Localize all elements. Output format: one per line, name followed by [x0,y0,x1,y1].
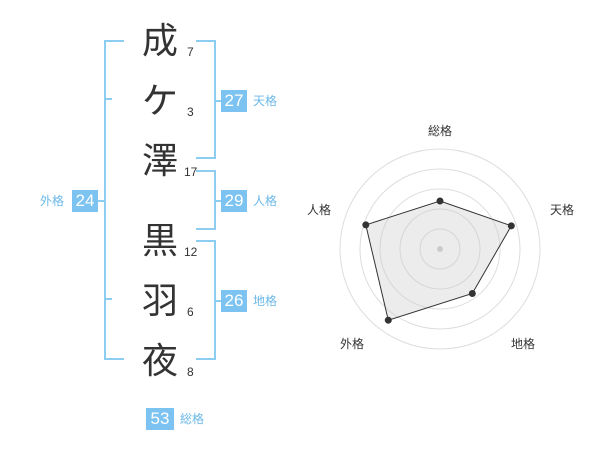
radar-axis-label-jinkaku: 人格 [307,203,332,217]
stroke-count-4: 12 [184,245,198,259]
radar-center [437,246,443,252]
radar-ring [359,168,521,330]
name-char-5: 羽 [141,281,178,322]
stroke-count-1: 7 [187,45,194,59]
radar-point-chikaku [468,289,476,297]
radar-axis-label-chikaku: 地格 [511,337,536,351]
soukaku-label: 総格 [180,412,205,426]
radar-ring [379,188,501,310]
radar-ring [399,208,481,290]
radar-point-jinkaku [362,221,370,229]
radar-polygon [365,200,513,321]
radar-axis-label-gaikaku: 外格 [340,337,365,351]
name-char-3: 澤 [141,141,178,182]
radar-point-tenkaku [507,222,515,230]
stroke-count-2: 3 [187,105,194,119]
stroke-count-6: 8 [187,365,194,379]
name-char-6: 夜 [141,341,178,382]
name-char-4: 黒 [141,221,178,262]
jinkaku-score-badge: 29 [221,190,247,212]
stroke-count-3: 17 [184,165,198,179]
radar-shape [362,197,515,324]
stroke-count-5: 6 [187,305,194,319]
jinkaku-label: 人格 [253,194,278,208]
soukaku-score-badge: 53 [146,408,174,430]
radar-point-soukaku [436,197,444,205]
chikaku-label: 地格 [253,294,278,308]
radar-axis-label-tenkaku: 天格 [550,203,575,217]
tenkaku-label: 天格 [253,94,278,108]
radar-point-gaikaku [384,316,392,324]
name-char-2: ケ [141,81,178,122]
gaikaku-score-badge: 24 [72,190,98,212]
radar-rings [339,148,541,350]
tenkaku-score-badge: 27 [221,90,247,112]
radar-axis-label-soukaku: 総格 [428,124,453,138]
name-char-1: 成 [141,21,178,62]
chikaku-score-badge: 26 [221,290,247,312]
gaikaku-label: 外格 [40,194,65,208]
radar-ring [419,228,461,270]
